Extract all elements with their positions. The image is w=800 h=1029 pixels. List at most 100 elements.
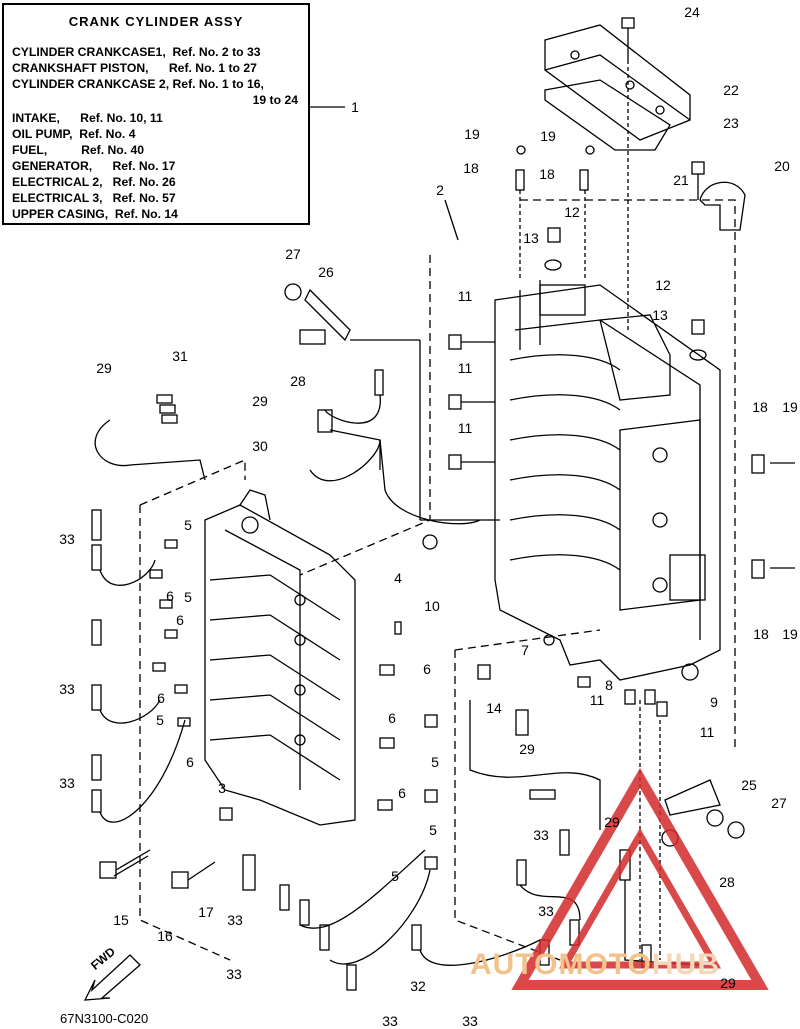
fittings-5-6 — [149, 539, 438, 870]
callout-7: 7 — [521, 642, 529, 658]
bolt-24 — [621, 17, 635, 330]
small-parts — [422, 534, 745, 847]
callout-19: 19 — [540, 128, 556, 144]
callout-1: 1 — [351, 99, 359, 115]
legend-line: UPPER CASING, Ref. No. 14 — [12, 207, 178, 221]
legend-line: CYLINDER CRANKCASE1, Ref. No. 2 to 33 — [12, 45, 261, 59]
callout-32: 32 — [410, 978, 426, 994]
callout-3: 3 — [218, 780, 226, 796]
callout-6: 6 — [157, 690, 165, 706]
callout-29: 29 — [96, 360, 112, 376]
callout-5: 5 — [391, 868, 399, 884]
legend-line: OIL PUMP, Ref. No. 4 — [12, 127, 136, 141]
hoses-33-bottom — [279, 789, 652, 991]
legend-line: CRANKSHAFT PISTON, Ref. No. 1 to 27 — [12, 61, 257, 75]
legend-line: ELECTRICAL 3, Ref. No. 57 — [12, 191, 176, 205]
callout-6: 6 — [398, 785, 406, 801]
hoses-33-left — [91, 509, 186, 823]
legend-line: 19 to 24 — [252, 93, 298, 107]
callout-28: 28 — [719, 874, 735, 890]
bolts-15-16-17 — [99, 849, 256, 891]
watermark-text-part2: HUB — [651, 948, 720, 981]
callout-13: 13 — [652, 307, 668, 323]
legend-line: CYLINDER CRANKCASE 2, Ref. No. 1 to 16, — [12, 77, 264, 91]
legend-line: ELECTRICAL 2, Ref. No. 26 — [12, 175, 176, 189]
callout-12: 12 — [655, 277, 671, 293]
callout-29: 29 — [604, 814, 620, 830]
callout-5: 5 — [156, 712, 164, 728]
callout-29: 29 — [720, 975, 736, 991]
callout-6: 6 — [388, 710, 396, 726]
callout-33: 33 — [382, 1013, 398, 1029]
legend-line: INTAKE, Ref. No. 10, 11 — [12, 111, 163, 125]
callout-11: 11 — [457, 288, 473, 304]
callout-20: 20 — [774, 158, 790, 174]
callout-11: 11 — [589, 692, 605, 708]
legend-line: GENERATOR, Ref. No. 17 — [12, 159, 176, 173]
callout-18: 18 — [463, 160, 479, 176]
legend-line: FUEL, Ref. No. 40 — [12, 143, 145, 157]
hose-30 — [309, 439, 481, 525]
callout-5: 5 — [184, 589, 192, 605]
callout-18: 18 — [539, 166, 555, 182]
callout-5: 5 — [431, 754, 439, 770]
callout-29: 29 — [252, 393, 268, 409]
callout-27: 27 — [285, 246, 301, 262]
legend-title: CRANK CYLINDER ASSY — [68, 14, 244, 29]
callout-33: 33 — [59, 681, 75, 697]
fwd-arrow — [83, 954, 141, 1001]
crankcase-1-block — [494, 280, 721, 681]
callout-19: 19 — [782, 626, 798, 642]
callout-28: 28 — [290, 373, 306, 389]
legend-box: CRANK CYLINDER ASSY CYLINDER CRANKCASE1,… — [2, 3, 310, 225]
callout-2: 2 — [436, 182, 444, 198]
callout-18: 18 — [752, 399, 768, 415]
callout-4: 4 — [394, 570, 402, 586]
diagram-code: 67N3100-C020 — [60, 1011, 149, 1026]
callout-31: 31 — [172, 348, 188, 364]
callout-11: 11 — [457, 420, 473, 436]
callout-9: 9 — [710, 694, 718, 710]
callout-5: 5 — [184, 517, 192, 533]
callout-6: 6 — [423, 661, 431, 677]
callout-6: 6 — [166, 588, 174, 604]
callout-26: 26 — [318, 264, 334, 280]
watermark-text: AUTOMOTOHUB — [470, 948, 720, 982]
callout-22: 22 — [723, 82, 739, 98]
bracket-20 — [691, 161, 746, 231]
callout-19: 19 — [782, 399, 798, 415]
callout-33: 33 — [226, 966, 242, 982]
callout-19: 19 — [464, 126, 480, 142]
callout-16: 16 — [157, 928, 173, 944]
callout-14: 14 — [486, 700, 502, 716]
callout-24: 24 — [684, 4, 700, 20]
connectors-11 — [448, 334, 668, 717]
callout-21: 21 — [673, 172, 689, 188]
callout-18: 18 — [753, 626, 769, 642]
callout-13: 13 — [523, 230, 539, 246]
callout-15: 15 — [113, 912, 129, 928]
cover-plate — [544, 24, 691, 151]
callout-8: 8 — [605, 677, 613, 693]
watermark-logo — [511, 768, 769, 990]
callout-6: 6 — [176, 612, 184, 628]
stud-parts-right — [751, 454, 795, 579]
callout-29: 29 — [519, 741, 535, 757]
callout-33: 33 — [533, 827, 549, 843]
callout-12: 12 — [564, 204, 580, 220]
callout-10: 10 — [424, 598, 440, 614]
callout-6: 6 — [186, 754, 194, 770]
callout-25: 25 — [741, 777, 757, 793]
clips-31 — [156, 394, 178, 424]
callout-17: 17 — [198, 904, 214, 920]
crankcase-2-block — [204, 489, 356, 826]
plug-12-13 — [544, 227, 707, 361]
callout-5: 5 — [429, 822, 437, 838]
stud-parts-upper — [515, 145, 595, 280]
callout-33: 33 — [59, 531, 75, 547]
callout-30: 30 — [252, 438, 268, 454]
callout-11: 11 — [699, 724, 715, 740]
callout-33: 33 — [462, 1013, 478, 1029]
callout-33: 33 — [227, 912, 243, 928]
sensor-26 — [284, 283, 500, 521]
